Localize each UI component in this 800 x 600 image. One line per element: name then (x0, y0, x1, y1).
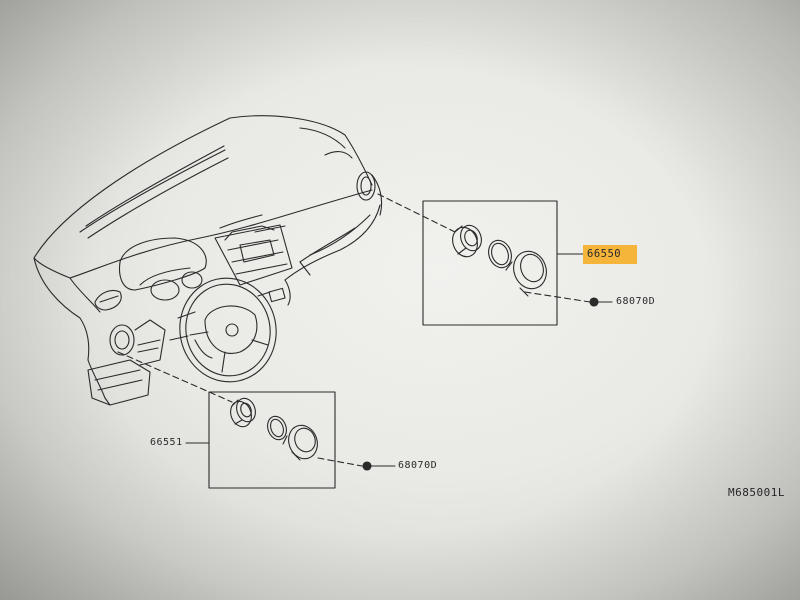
lower-clip-part (362, 461, 372, 471)
diagram-reference-code: M685001L (728, 486, 785, 499)
upper-clip-part (589, 297, 599, 307)
lower-detail-box (208, 391, 336, 489)
callout-68070d-upper: 68070D (616, 296, 656, 307)
upper-detail-box (422, 200, 558, 326)
leader-lines (117, 193, 591, 467)
callout-68070d-lower: 68070D (398, 460, 438, 471)
dashboard-drawing (33, 115, 383, 406)
callout-66551: 66551 (150, 437, 183, 448)
lower-vent-parts (230, 397, 318, 461)
upper-vent-parts (452, 224, 547, 297)
callout-66550: 66550 (583, 245, 638, 264)
